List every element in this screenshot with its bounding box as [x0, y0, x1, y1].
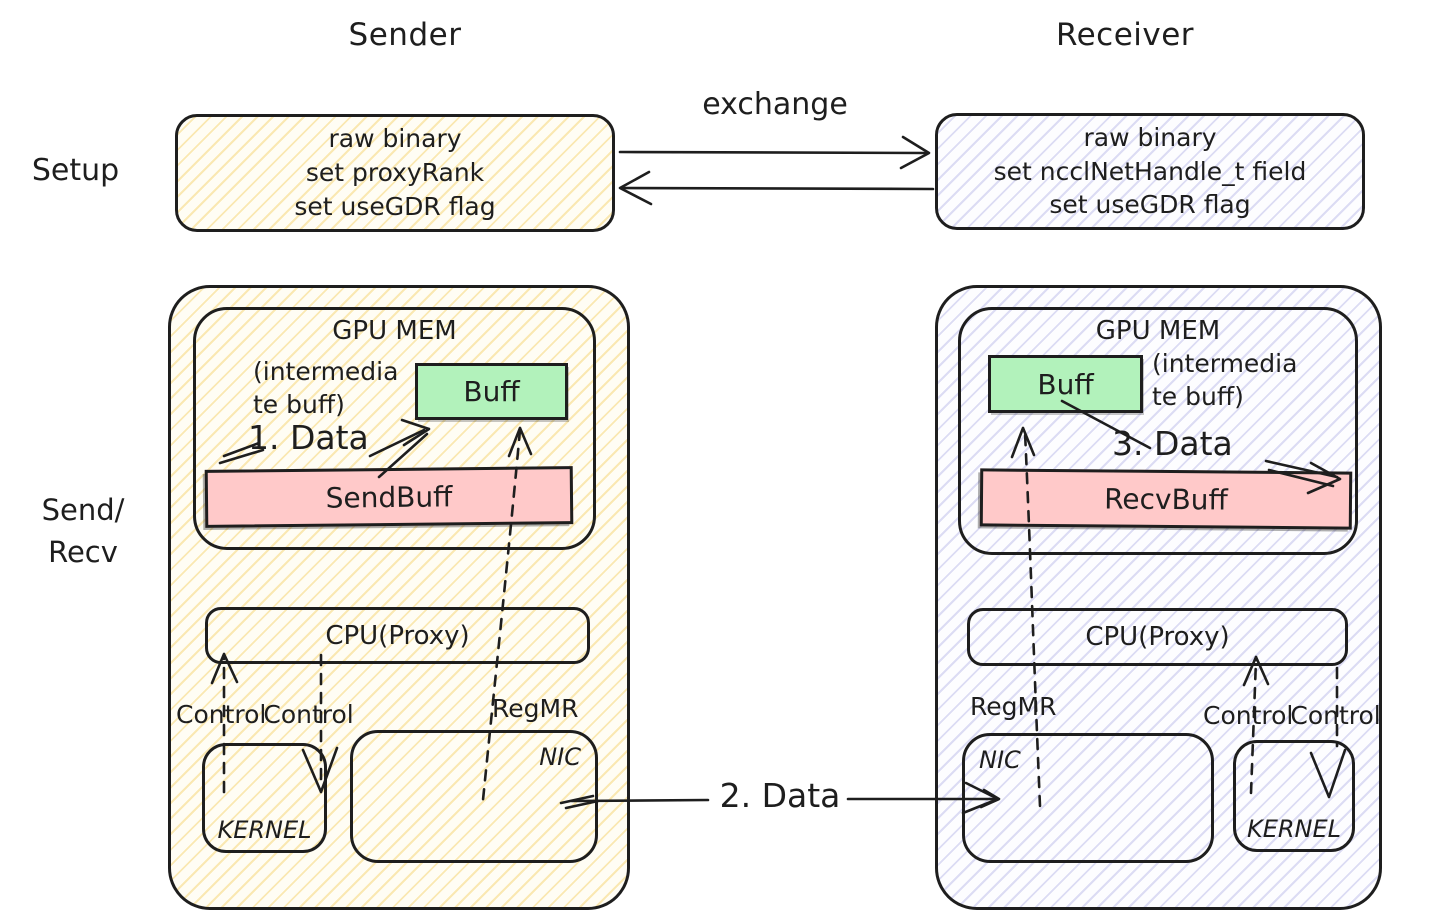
receiver-setup-line3: set useGDR flag	[1049, 190, 1251, 220]
sender-intermediate-note-line2: te buff)	[253, 389, 345, 419]
receiver-setup-line2: set ncclNetHandle_t field	[993, 156, 1307, 186]
exchange-arrow-right-head	[899, 135, 931, 170]
sender-gpu-mem-box	[193, 307, 596, 550]
sender-buff-box: Buff	[415, 363, 568, 420]
receiver-control-labels: ControlControl	[1203, 701, 1383, 730]
receiver-kernel-box: KERNEL	[1233, 740, 1355, 852]
data-step1-label: 1. Data	[248, 418, 369, 457]
receiver-column-title: Receiver	[1055, 17, 1195, 53]
sender-cpu-proxy-box: CPU(Proxy)	[205, 607, 590, 664]
data-step2-label: 2. Data	[719, 776, 841, 815]
sender-setup-line1: raw binary	[328, 124, 462, 154]
receiver-nic-label: NIC	[979, 746, 1021, 774]
receiver-recvbuff-box: RecvBuff	[979, 468, 1353, 530]
receiver-regmr-label: RegMR	[970, 692, 1057, 721]
receiver-setup-box: raw binary set ncclNetHandle_t field set…	[935, 113, 1365, 230]
sender-control-label-1: Control	[176, 700, 267, 729]
sender-nic-box: NIC	[350, 730, 598, 863]
send-recv-line1: Send/	[41, 492, 125, 527]
sender-nic-label: NIC	[539, 743, 581, 771]
receiver-cpu-proxy-box: CPU(Proxy)	[967, 608, 1348, 666]
receiver-kernel-label: KERNEL	[1246, 815, 1342, 843]
exchange-arrow-left-shaft	[620, 186, 935, 191]
receiver-intermediate-note-line2: te buff)	[1152, 381, 1244, 411]
receiver-intermediate-note: (intermedia te buff)	[1152, 348, 1322, 413]
sender-setup-box: raw binary set proxyRank set useGDR flag	[175, 114, 615, 232]
exchange-label: exchange	[702, 86, 848, 122]
data-step3-label: 3. Data	[1112, 424, 1233, 463]
receiver-buff-box: Buff	[988, 355, 1143, 413]
sender-intermediate-note-line1: (intermedia	[253, 357, 399, 386]
sender-setup-line2: set proxyRank	[305, 158, 485, 188]
receiver-gpu-mem-box	[958, 307, 1358, 555]
receiver-gpu-mem-label: GPU MEM	[1095, 316, 1221, 346]
setup-row-label: Setup	[31, 152, 120, 188]
sender-control-labels: ControlControl	[176, 700, 354, 729]
receiver-control-label-2: Control	[1290, 701, 1381, 730]
sender-gpu-mem-label: GPU MEM	[332, 316, 457, 346]
exchange-arrow-left-head	[618, 170, 653, 206]
receiver-control-label-1: Control	[1203, 701, 1294, 730]
sender-regmr-label: RegMR	[492, 694, 579, 723]
exchange-arrow-right-shaft	[618, 150, 928, 155]
sender-kernel-label: KERNEL	[217, 816, 312, 844]
receiver-setup-line1: raw binary	[1083, 122, 1217, 152]
receiver-intermediate-note-line1: (intermedia	[1152, 349, 1298, 378]
sender-setup-line3: set useGDR flag	[294, 191, 496, 221]
send-recv-row-label: Send/ Recv	[18, 486, 148, 576]
receiver-nic-box: NIC	[962, 733, 1214, 863]
sender-column-title: Sender	[348, 17, 462, 53]
sender-sendbuff-box: SendBuff	[204, 466, 574, 528]
send-recv-line2: Recv	[48, 535, 118, 569]
sender-kernel-box: KERNEL	[202, 743, 327, 853]
sender-intermediate-note: (intermedia te buff)	[253, 356, 423, 421]
sender-control-label-2: Control	[263, 700, 354, 729]
